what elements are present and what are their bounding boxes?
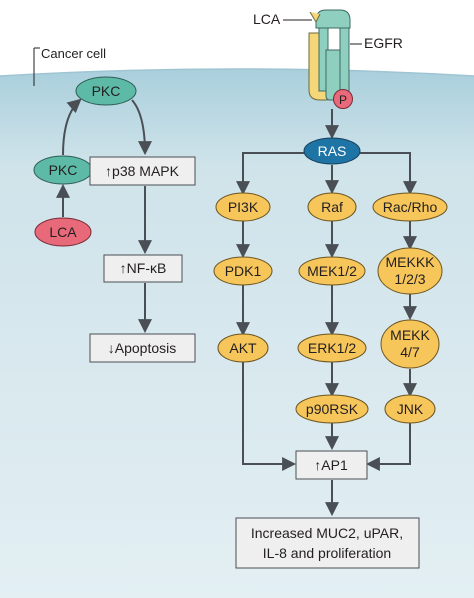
box-outcome-line-1: Increased MUC2, uPAR,	[251, 525, 403, 541]
node-mekkk-label-2: 1/2/3	[394, 271, 425, 287]
lca-receptor-label: LCA	[253, 11, 281, 27]
egfr-label: EGFR	[364, 35, 403, 51]
node-erk12-label: ERK1/2	[308, 340, 356, 356]
box-nfkb	[103, 254, 183, 283]
node-ras-label: RAS	[318, 143, 347, 159]
node-mekk-label-1: MEKK	[390, 327, 430, 343]
node-raf	[307, 192, 357, 222]
node-rac-rho	[372, 192, 448, 222]
node-lca	[34, 217, 92, 247]
node-erk12	[297, 333, 367, 363]
node-ras	[303, 137, 361, 165]
phospho-node	[333, 89, 353, 109]
node-mek12	[298, 256, 366, 286]
node-mek12-label: MEK1/2	[307, 263, 357, 279]
box-ap1-label: ↑AP1	[314, 457, 348, 473]
node-pkc-top	[75, 76, 137, 106]
node-raf-label: Raf	[321, 199, 343, 215]
egfr-receptor	[308, 9, 351, 101]
node-p90rsk-label: p90RSK	[306, 401, 359, 417]
node-pi3k	[215, 192, 271, 222]
node-pkc-bottom-label: PKC	[49, 162, 78, 178]
node-jnk-label: JNK	[397, 401, 424, 417]
box-apoptosis-label: ↓Apoptosis	[108, 340, 176, 356]
box-ap1	[295, 450, 368, 480]
node-mekkk-label-1: MEKKK	[385, 254, 435, 270]
box-outcome-line-2: IL-8 and proliferation	[263, 545, 391, 561]
box-apoptosis	[89, 333, 196, 363]
box-nfkb-label: ↑NF-κB	[120, 260, 167, 276]
node-pkc-top-label: PKC	[92, 83, 121, 99]
node-rac-rho-label: Rac/Rho	[383, 199, 438, 215]
node-lca-label: LCA	[49, 224, 77, 240]
node-pdk1	[213, 256, 273, 286]
node-mekk	[380, 319, 440, 369]
node-jnk	[384, 394, 436, 424]
box-outcome	[235, 517, 420, 569]
node-pdk1-label: PDK1	[225, 263, 262, 279]
phospho-label: P	[339, 93, 347, 107]
box-p38-mapk	[89, 156, 196, 186]
node-pi3k-label: PI3K	[228, 199, 259, 215]
node-akt-label: AKT	[229, 340, 257, 356]
node-p90rsk	[295, 394, 369, 424]
node-mekk-label-2: 4/7	[400, 344, 420, 360]
node-mekkk	[377, 247, 443, 295]
box-p38-mapk-label: ↑p38 MAPK	[105, 163, 180, 179]
node-akt	[217, 333, 269, 363]
cancer-cell-label: Cancer cell	[41, 46, 106, 61]
